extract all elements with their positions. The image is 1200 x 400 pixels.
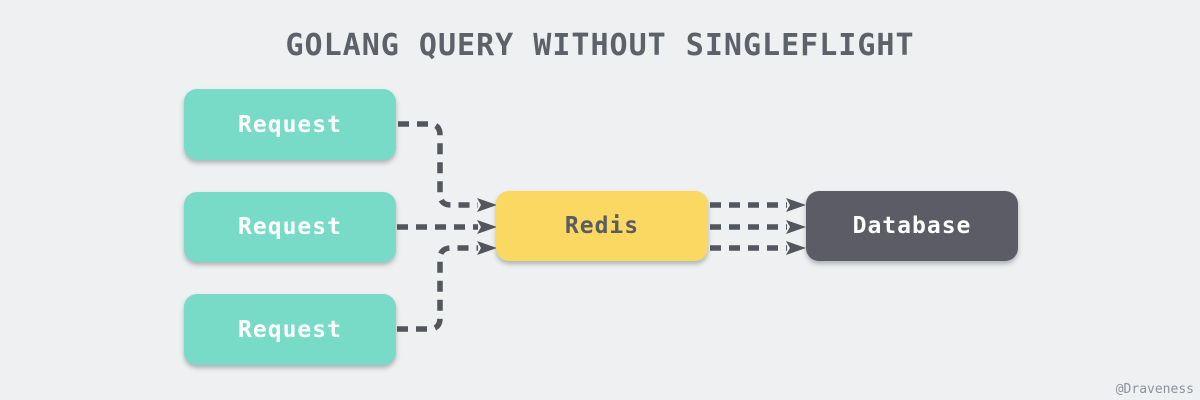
arrowhead-icon	[786, 220, 806, 234]
node-database: Database	[806, 191, 1018, 261]
arrowhead-icon	[786, 198, 806, 212]
node-request-3-label: Request	[238, 316, 342, 343]
arrowhead-icon	[477, 198, 497, 212]
node-redis: Redis	[496, 191, 708, 261]
node-redis-label: Redis	[564, 213, 640, 239]
arrowhead-icon	[477, 220, 497, 234]
node-request-2: Request	[184, 192, 396, 262]
node-database-label: Database	[852, 213, 972, 239]
arrowhead-icon	[786, 241, 806, 255]
node-request-3: Request	[184, 294, 396, 365]
watermark: @Draveness	[1115, 382, 1194, 397]
diagram-title: GOLANG QUERY WITHOUT SINGLEFLIGHT	[285, 28, 915, 63]
edge-request1-redis-line	[398, 121, 478, 208]
node-request-1: Request	[184, 89, 396, 160]
edge-request3-redis-line	[397, 245, 478, 332]
arrowhead-icon	[477, 241, 497, 255]
node-request-2-label: Request	[238, 214, 342, 240]
node-request-1-label: Request	[238, 111, 342, 138]
